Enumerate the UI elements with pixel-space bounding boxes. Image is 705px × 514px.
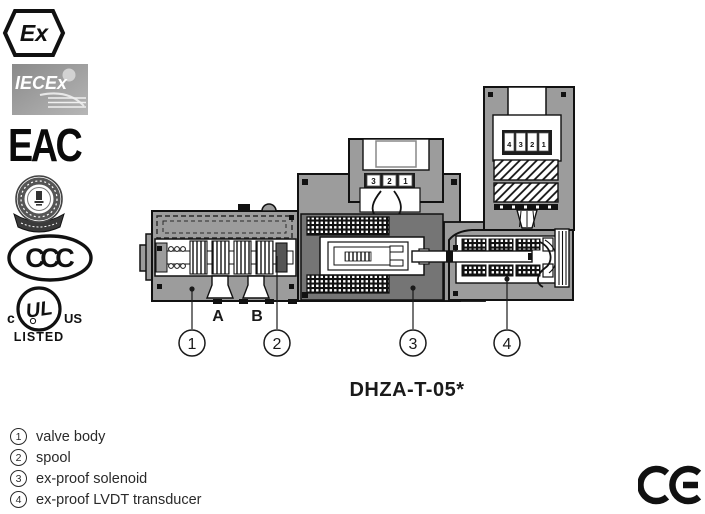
funnel-wires — [519, 210, 535, 228]
ce-mark-icon: CE — [638, 465, 702, 505]
atex-ex-logo: Ex — [2, 9, 66, 57]
legend-label-1: valve body — [36, 428, 106, 445]
lvdt-potting-lower — [493, 182, 559, 203]
band-ticks — [500, 205, 551, 209]
lvdt-terminal-3: 3 — [519, 140, 523, 149]
ccc-letter-3: C — [55, 243, 75, 273]
legend-item-valve-body: 1 valve body — [10, 426, 201, 447]
lvdt-terminal-1: 1 — [542, 140, 546, 149]
legend-number-1: 1 — [10, 428, 27, 445]
callout-2-number: 2 — [273, 336, 282, 353]
solenoid-terminal-2: 2 — [387, 177, 392, 186]
lvdt-end-cap — [554, 228, 570, 288]
ul-us-label: US — [64, 311, 82, 326]
ex-proof-lvdt-transducer: 4 3 2 1 — [448, 86, 575, 301]
lvdt-potting-upper — [493, 159, 559, 181]
lvdt-coils — [461, 237, 554, 278]
legend-item-solenoid: 3 ex-proof solenoid — [10, 468, 201, 489]
solenoid-coil-lower — [306, 274, 390, 294]
parts-legend: 1 valve body 2 spool 3 ex-proof solenoid… — [10, 426, 201, 510]
iecex-globe-icon — [62, 68, 76, 82]
lvdt-terminal-block: 4 3 2 1 — [502, 130, 552, 155]
legend-label-4: ex-proof LVDT transducer — [36, 491, 202, 508]
iecex-label: IECEx — [15, 73, 68, 93]
port-a-channel — [205, 275, 235, 299]
solenoid-terminal-block: 3 2 1 — [364, 173, 415, 188]
callout-1-number: 1 — [188, 336, 197, 353]
seal-ring-text-icon — [20, 180, 58, 218]
callout-3-number: 3 — [409, 336, 418, 353]
valve-body — [139, 203, 299, 304]
legend-number-3: 3 — [10, 470, 27, 487]
callout-2: 2 — [263, 329, 291, 357]
solenoid-terminal-3: 3 — [371, 177, 376, 186]
spool — [189, 240, 288, 275]
solenoid-coil-upper — [306, 216, 390, 236]
mounting-feet — [213, 299, 297, 304]
ccc-letter-2: C — [40, 243, 60, 273]
ul-mark: UL — [24, 297, 53, 322]
seal-ribbon-text-icon — [20, 222, 58, 228]
legend-label-3: ex-proof solenoid — [36, 470, 148, 487]
solenoid-cap — [375, 140, 417, 168]
eac-logo: EAC — [8, 119, 83, 171]
quality-seal-logo — [13, 175, 65, 233]
ex-hexagon-icon — [2, 9, 66, 57]
legend-item-lvdt: 4 ex-proof LVDT transducer — [10, 489, 201, 510]
legend-label-2: spool — [36, 449, 71, 466]
callout-leaders — [191, 256, 508, 329]
ul-registered-icon — [29, 317, 37, 325]
ul-listed-logo: UL c US LISTED — [7, 286, 82, 344]
iecex-logo: IECEx — [12, 64, 88, 115]
internal-passage-dashed — [156, 215, 293, 239]
solenoid-armature — [327, 241, 409, 271]
callout-4: 4 — [493, 329, 521, 357]
lvdt-terminal-2: 2 — [530, 140, 534, 149]
legend-number-4: 4 — [10, 491, 27, 508]
legend-number-2: 2 — [10, 449, 27, 466]
ex-label: Ex — [20, 20, 49, 46]
iecex-lines-icon — [48, 97, 86, 108]
lvdt-terminal-4: 4 — [507, 140, 512, 149]
iecex-swoosh-icon — [39, 92, 85, 107]
push-rod — [411, 248, 533, 265]
lvdt-bolts — [453, 92, 566, 296]
legend-item-spool: 2 spool — [10, 447, 201, 468]
ccc-logo: C C C — [7, 234, 93, 282]
port-b-channel — [241, 275, 271, 299]
body-bolts — [157, 215, 294, 289]
seal-emblem-icon — [34, 191, 44, 206]
ul-c-label: c — [7, 310, 15, 326]
solenoid-terminal-1: 1 — [403, 177, 408, 186]
port-b-label: B — [251, 308, 263, 325]
ex-proof-solenoid: 3 2 1 — [297, 138, 461, 302]
ccc-letter-1: C — [25, 243, 45, 273]
port-a-label: A — [212, 308, 224, 325]
return-spring — [168, 246, 186, 269]
ccc-oval — [7, 234, 93, 282]
callout-3: 3 — [399, 329, 427, 357]
callout-dots — [189, 276, 510, 292]
ul-listed-label: LISTED — [14, 330, 64, 344]
model-code-title: DHZA-T-05* — [349, 379, 465, 401]
callout-1: 1 — [178, 329, 206, 357]
ul-circle — [16, 286, 62, 332]
callout-4-number: 4 — [503, 336, 512, 353]
